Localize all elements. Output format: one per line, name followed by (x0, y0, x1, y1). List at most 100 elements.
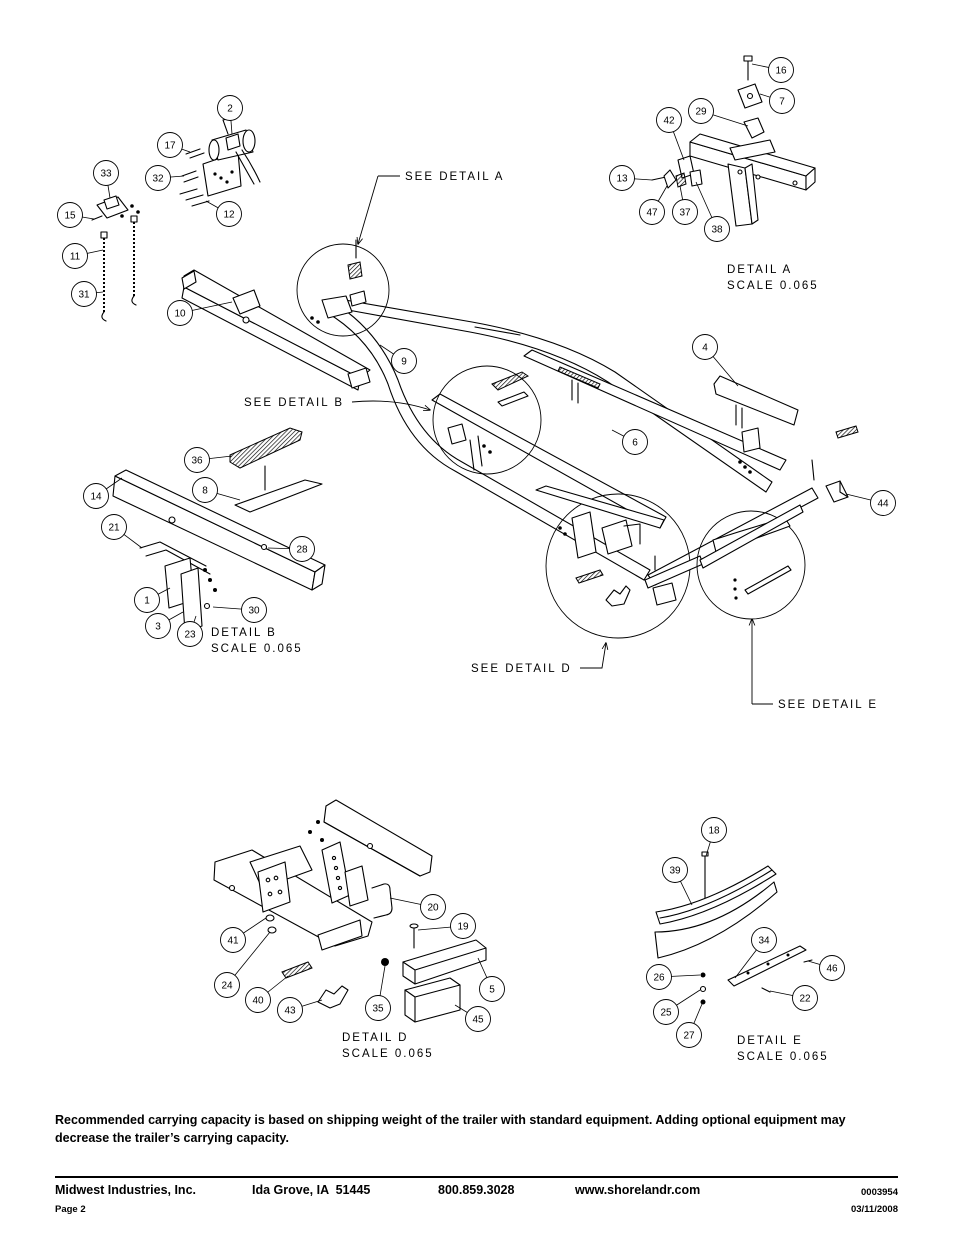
part-callout: 40 (245, 987, 271, 1013)
part-callout: 15 (57, 202, 83, 228)
callout-number: 33 (100, 169, 112, 180)
see-detail-d-label: SEE DETAIL D (471, 663, 572, 675)
callout-number: 41 (227, 936, 239, 947)
callout-number: 26 (653, 973, 665, 984)
part-callout: 47 (639, 199, 665, 225)
detail-b-circle (432, 365, 542, 475)
callout-number: 7 (779, 97, 785, 108)
callout-number: 16 (775, 66, 787, 77)
callout-number: 1 (144, 596, 150, 607)
detail-b-title: DETAIL B (211, 627, 277, 639)
part-callout: 39 (662, 857, 688, 883)
carrying-capacity-note: Recommended carrying capacity is based o… (55, 1113, 846, 1145)
part-callout: 3 (145, 613, 171, 639)
callout-number: 22 (799, 994, 811, 1005)
part-callout: 45 (465, 1006, 491, 1032)
callout-number: 12 (223, 210, 235, 221)
part-callout: 42 (656, 107, 682, 133)
callout-number: 47 (646, 208, 658, 219)
callout-number: 8 (202, 486, 208, 497)
part-callout: 23 (177, 621, 203, 647)
part-callout: 14 (83, 483, 109, 509)
callouts-detail-d: 20 19 41 5 24 40 43 35 45 (214, 894, 505, 1032)
detail-d-view: DETAIL D SCALE 0.065 (213, 799, 487, 1060)
callout-number: 19 (457, 922, 469, 933)
part-callout: 13 (609, 165, 635, 191)
callout-number: 5 (489, 985, 495, 996)
part-callout: 38 (704, 216, 730, 242)
callout-number: 35 (372, 1004, 384, 1015)
part-callout: 37 (672, 199, 698, 225)
part-callout: 24 (214, 972, 240, 998)
callout-number: 44 (877, 499, 889, 510)
callout-number: 36 (191, 456, 203, 467)
callout-number: 9 (401, 357, 407, 368)
callout-number: 23 (184, 630, 196, 641)
callout-number: 25 (660, 1008, 672, 1019)
tongue-bar (181, 269, 371, 391)
callout-number: 21 (108, 523, 120, 534)
callouts-detail-a: 16 7 29 42 13 47 37 38 (609, 57, 795, 242)
part-callout: 5 (479, 976, 505, 1002)
part-callout: 9 (391, 348, 417, 374)
callout-number: 29 (695, 107, 707, 118)
see-detail-b-pointer: SEE DETAIL B (244, 397, 430, 410)
detail-b-scale: SCALE 0.065 (211, 643, 303, 655)
callout-number: 24 (221, 981, 233, 992)
part-callout: 16 (768, 57, 794, 83)
callout-number: 4 (702, 343, 708, 354)
callout-number: 11 (70, 252, 81, 263)
part-callout: 41 (220, 927, 246, 953)
callouts-detail-b: 36 8 14 21 28 1 30 3 23 (83, 447, 315, 647)
part-callout: 36 (184, 447, 210, 473)
part-callout: 34 (751, 927, 777, 953)
callout-number: 17 (164, 141, 176, 152)
part-callout: 4 (692, 334, 718, 360)
callout-number: 46 (826, 964, 838, 975)
callout-number: 15 (64, 211, 76, 222)
part-callout: 33 (93, 160, 119, 186)
part-callout: 6 (622, 429, 648, 455)
detail-e-view: DETAIL E SCALE 0.065 (654, 851, 829, 1063)
part-callout: 20 (420, 894, 446, 920)
tie-down-straps (100, 215, 138, 322)
callout-number: 40 (252, 996, 264, 1007)
detail-b-view: DETAIL B SCALE 0.065 (112, 427, 326, 655)
part-callout: 22 (792, 985, 818, 1011)
detail-e-scale: SCALE 0.065 (737, 1051, 829, 1063)
leader-lines (69, 63, 884, 1036)
detail-d-circle (535, 485, 704, 639)
detail-a-circle (296, 239, 390, 337)
footer-phone: 800.859.3028 (438, 1183, 515, 1197)
callout-number: 28 (296, 545, 308, 556)
callout-number: 42 (663, 116, 675, 127)
part-callout: 44 (870, 490, 896, 516)
see-detail-a-label: SEE DETAIL A (405, 171, 504, 183)
part-callout: 28 (289, 536, 315, 562)
callout-number: 3 (155, 622, 161, 633)
detail-e-title: DETAIL E (737, 1035, 803, 1047)
callout-number: 38 (711, 225, 723, 236)
part-callout: 27 (676, 1022, 702, 1048)
part-callout: 17 (157, 132, 183, 158)
see-detail-a-pointer: SEE DETAIL A (358, 171, 504, 244)
part-callout: 43 (277, 997, 303, 1023)
callout-number: 27 (683, 1031, 695, 1042)
exploded-parts-diagram: SEE DETAIL A SEE DETAIL B SEE DETAIL D S… (57, 55, 896, 1063)
callouts-top-left: 2 17 32 12 33 15 11 31 10 (57, 95, 243, 326)
detail-d-title: DETAIL D (342, 1032, 408, 1044)
see-detail-d-pointer: SEE DETAIL D (471, 643, 606, 675)
detail-a-title: DETAIL A (727, 264, 792, 276)
footer-date: 03/11/2008 (850, 1204, 898, 1215)
part-callout: 12 (216, 201, 242, 227)
part-callout: 32 (145, 165, 171, 191)
part-callout: 1 (134, 587, 160, 613)
part-callout: 11 (62, 243, 88, 269)
detail-d-scale: SCALE 0.065 (342, 1048, 434, 1060)
footer-divider (55, 1176, 898, 1178)
callout-number: 43 (284, 1006, 296, 1017)
part-callout: 25 (653, 999, 679, 1025)
callouts-detail-e: 18 39 34 46 26 22 25 27 (646, 817, 845, 1048)
detail-a-view: DETAIL A SCALE 0.065 (651, 55, 817, 292)
callout-number: 20 (427, 903, 439, 914)
